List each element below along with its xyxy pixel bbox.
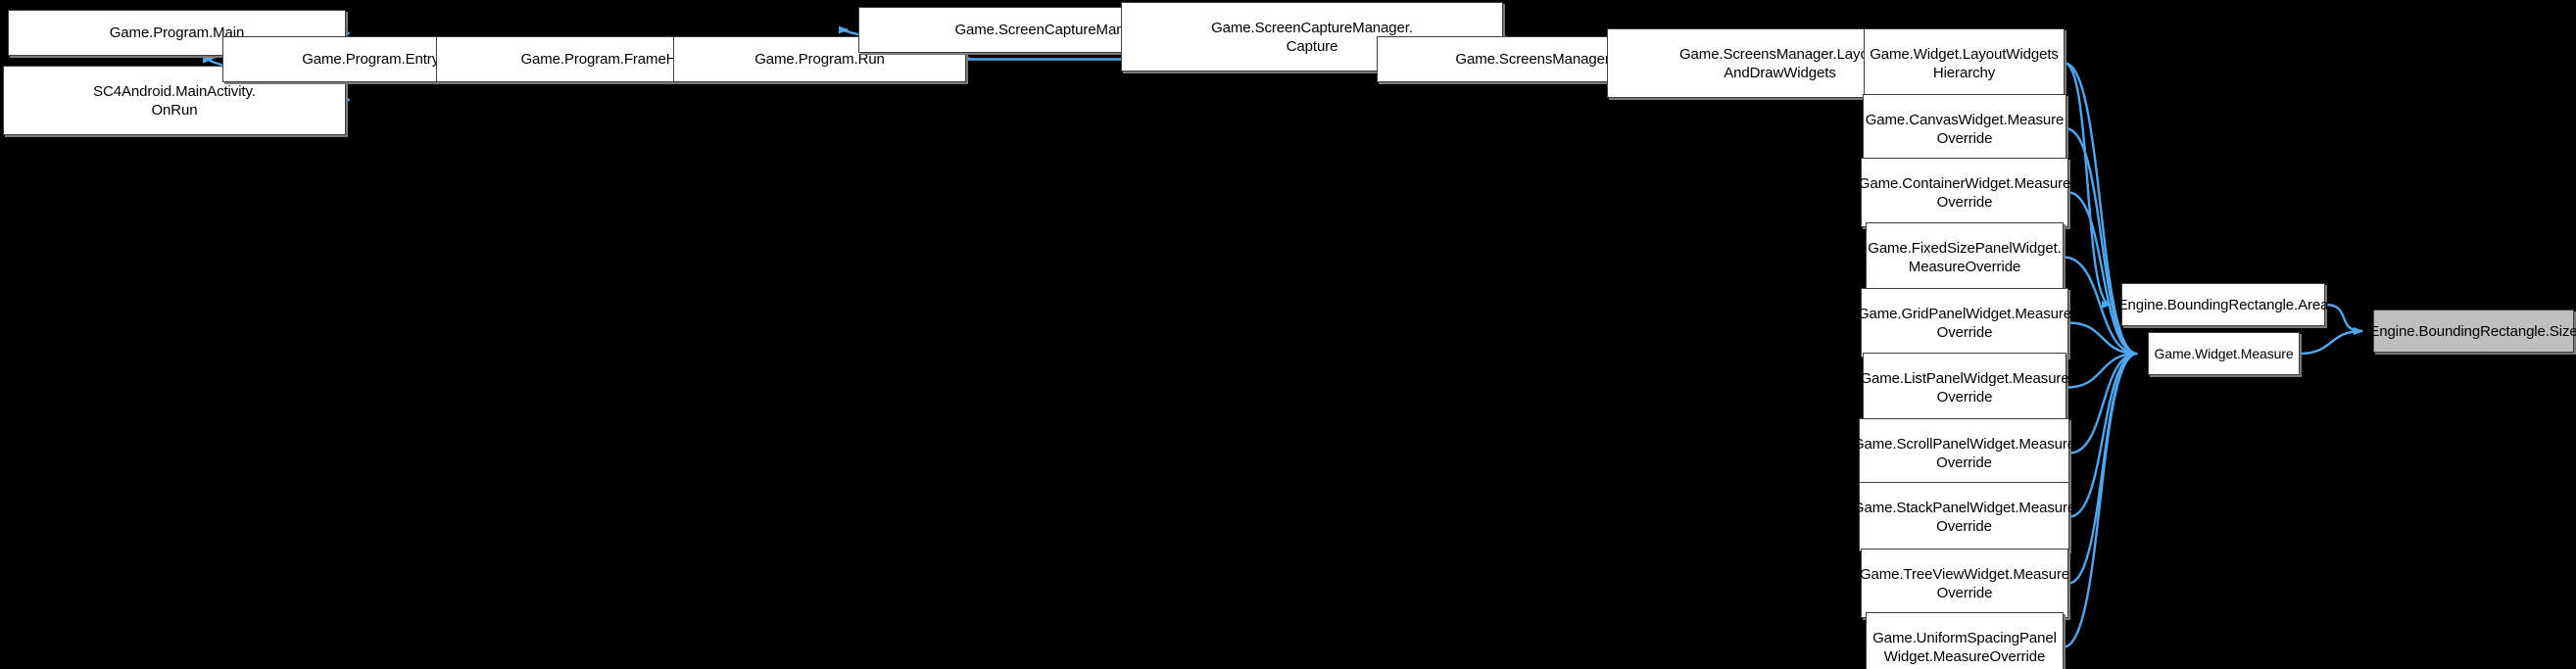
graph-node[interactable]: Game.Widget.Measure	[2148, 332, 2300, 375]
graph-edge	[2068, 350, 2138, 454]
graph-edge	[2064, 62, 2112, 309]
graph-edge	[2067, 321, 2138, 358]
graph-node[interactable]: Game.FixedSizePanelWidget. MeasureOverri…	[1866, 222, 2064, 292]
graph-node[interactable]: Game.CanvasWidget.Measure Override	[1863, 94, 2066, 164]
graph-edge	[2324, 303, 2363, 335]
graph-node[interactable]: Game.ScrollPanelWidget.Measure Override	[1853, 418, 2075, 488]
graph-edge	[2299, 327, 2363, 356]
graph-edge	[2067, 350, 2138, 585]
graph-node[interactable]: Game.TreeViewWidget.Measure Override	[1860, 549, 2069, 618]
graph-node[interactable]: Engine.BoundingRectangle.Area	[2118, 283, 2328, 326]
graph-node[interactable]: Engine.BoundingRectangle.Size	[2369, 310, 2576, 353]
graph-node[interactable]: Game.ListPanelWidget.Measure Override	[1860, 353, 2069, 422]
graph-edge	[2067, 191, 2138, 358]
graph-node[interactable]: Game.Program.Main	[8, 10, 346, 56]
graph-node[interactable]: Game.GridPanelWidget.Measure Override	[1858, 288, 2071, 358]
graph-node[interactable]: Game.StackPanelWidget.Measure Override	[1853, 482, 2075, 551]
graph-edge	[2068, 350, 2138, 518]
graph-edge	[2066, 350, 2138, 389]
graph-node[interactable]: Game.ContainerWidget.Measure Override	[1859, 158, 2070, 227]
graph-node[interactable]: Game.UniformSpacingPanel Widget.MeasureO…	[1866, 612, 2064, 669]
graph-node[interactable]: Game.Widget.LayoutWidgets Hierarchy	[1864, 28, 2065, 98]
